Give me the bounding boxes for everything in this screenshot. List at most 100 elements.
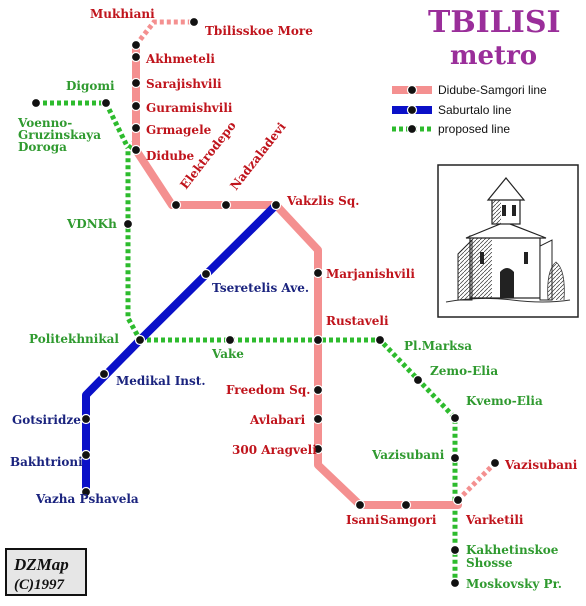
label-grmagele: Grmagele: [146, 123, 212, 137]
station-dot-sarajishvili: [130, 77, 142, 89]
label-tbilisskoe-more: Tbilisskoe More: [205, 24, 313, 38]
station-dot-isani: [354, 499, 366, 511]
credit-year: (C)1997: [14, 577, 64, 593]
station-dot-bakhtrioni: [80, 449, 92, 461]
church-window-icon: [524, 252, 528, 264]
label-pl-marksa: Pl.Marksa: [404, 339, 472, 353]
station-dot-marjanishvili: [312, 267, 324, 279]
church-dome-icon: [486, 177, 526, 201]
label-kakhetinskoe-line2: Shosse: [466, 556, 513, 570]
legend-dot-blue: [406, 104, 418, 116]
church-window-icon: [512, 205, 516, 216]
church-drum-shade-icon: [492, 198, 501, 224]
station-dots: [30, 16, 501, 589]
label-varketili: Varketili: [465, 513, 524, 527]
label-bakhtrioni: Bakhtrioni: [10, 455, 83, 469]
station-dot-gotsiridze: [80, 413, 92, 425]
station-dot-aragveli: [312, 443, 324, 455]
church-door-icon: [500, 268, 514, 298]
label-kakhetinskoe-line1: Kakhetinskoe: [466, 543, 559, 557]
label-vake: Vake: [211, 347, 244, 361]
proposed-line-vdnkh-politekhnikal: [125, 138, 143, 342]
station-dot-kakhetinskoe: [449, 544, 461, 556]
station-dot-tseretelis: [200, 268, 212, 280]
label-vakzlis: Vakzlis Sq.: [286, 194, 359, 208]
label-zemo-elia: Zemo-Elia: [430, 364, 498, 378]
station-dot-grmagele: [130, 122, 142, 134]
church-wing-icon: [457, 238, 473, 301]
station-dot-pl-marksa: [374, 334, 386, 346]
station-dot-elektrodepo: [170, 199, 182, 211]
red-line: [132, 19, 497, 509]
label-sarajishvili: Sarajishvili: [146, 77, 222, 91]
station-dot-avlabari: [312, 413, 324, 425]
label-voenno: Voenno- Gruzinskaya Doroga: [17, 116, 105, 154]
label-freedom: Freedom Sq.: [226, 383, 310, 397]
station-dot-politekhnikal: [134, 334, 146, 346]
label-avlabari: Avlabari: [249, 413, 306, 427]
red-line-main: [132, 45, 462, 509]
label-vdnkh: VDNKh: [66, 217, 117, 231]
station-dot-voenno: [30, 97, 42, 109]
label-vazha: Vazha Pshavela: [35, 492, 139, 506]
legend-dot-red: [406, 84, 418, 96]
label-kakhetinskoe: Kakhetinskoe Shosse: [466, 543, 563, 570]
church-picture: [437, 164, 579, 318]
legend-label-red: Didube-Samgori line: [438, 83, 547, 97]
label-vazisubani-red: Vazisubani: [504, 458, 578, 472]
label-politekhnikal: Politekhnikal: [29, 332, 119, 346]
station-dot-vdnkh: [122, 218, 134, 230]
station-dot-moskovsky: [449, 577, 461, 589]
station-dot-zemo-elia: [412, 374, 424, 386]
label-didube: Didube: [146, 149, 194, 163]
credit-logo-text: DZMap: [13, 555, 69, 574]
label-voenno-line2: Gruzinskaya: [18, 128, 101, 142]
label-mukhiani: Mukhiani: [90, 7, 155, 21]
label-digomi: Digomi: [66, 79, 115, 93]
station-dot-vazisubani-green: [449, 452, 461, 464]
label-voenno-line1: Voenno-: [17, 116, 72, 130]
label-nadzaladevi: Nadzaladevi: [227, 120, 289, 193]
station-dot-vake: [224, 334, 236, 346]
station-dot-samgori: [400, 499, 412, 511]
label-voenno-line3: Doroga: [18, 140, 67, 154]
station-dot-akhmeteli: [130, 51, 142, 63]
station-dot-rustaveli: [312, 334, 324, 346]
station-dot-mukhiani: [130, 39, 142, 51]
legend-dot-green: [406, 123, 418, 135]
legend-label-green: proposed line: [438, 122, 510, 136]
label-akhmeteli: Akhmeteli: [145, 52, 215, 66]
label-rustaveli: Rustaveli: [326, 314, 389, 328]
label-gotsiridze: Gotsiridze: [12, 413, 81, 427]
church-tree-icon: [547, 261, 565, 301]
station-dot-kvemo-elia: [449, 412, 461, 424]
label-kvemo-elia: Kvemo-Elia: [466, 394, 543, 408]
station-dot-freedom: [312, 384, 324, 396]
label-guramishvili: Guramishvili: [146, 101, 233, 115]
label-aragveli: 300 Aragveli: [232, 443, 317, 457]
label-marjanishvili: Marjanishvili: [326, 267, 415, 281]
station-dot-varketili: [452, 494, 464, 506]
station-dot-medikal: [98, 368, 110, 380]
legend: Didube-Samgori line Saburtalo line propo…: [392, 83, 547, 136]
map-subtitle: metro: [450, 41, 537, 71]
station-dot-nadzaladevi: [220, 199, 232, 211]
station-dot-vazisubani-red: [489, 457, 501, 469]
red-line-vazisubani-dashed: [456, 461, 497, 502]
label-medikal: Medikal Inst.: [116, 374, 206, 388]
map-title: TBILISI: [428, 5, 561, 40]
label-vazisubani-green: Vazisubani: [371, 448, 445, 462]
label-tseretelis: Tseretelis Ave.: [212, 281, 309, 295]
station-dot-guramishvili: [130, 100, 142, 112]
station-dot-digomi: [100, 97, 112, 109]
station-dot-didube: [130, 144, 142, 156]
label-moskovsky: Moskovsky Pr.: [466, 577, 562, 591]
credit-frame: [5, 548, 87, 596]
label-isani: Isani: [346, 513, 380, 527]
label-samgori: Samgori: [380, 513, 437, 527]
church-roof-icon: [465, 221, 547, 239]
station-dot-tbilisskoe-more: [188, 16, 200, 28]
church-shade-icon: [470, 236, 492, 298]
